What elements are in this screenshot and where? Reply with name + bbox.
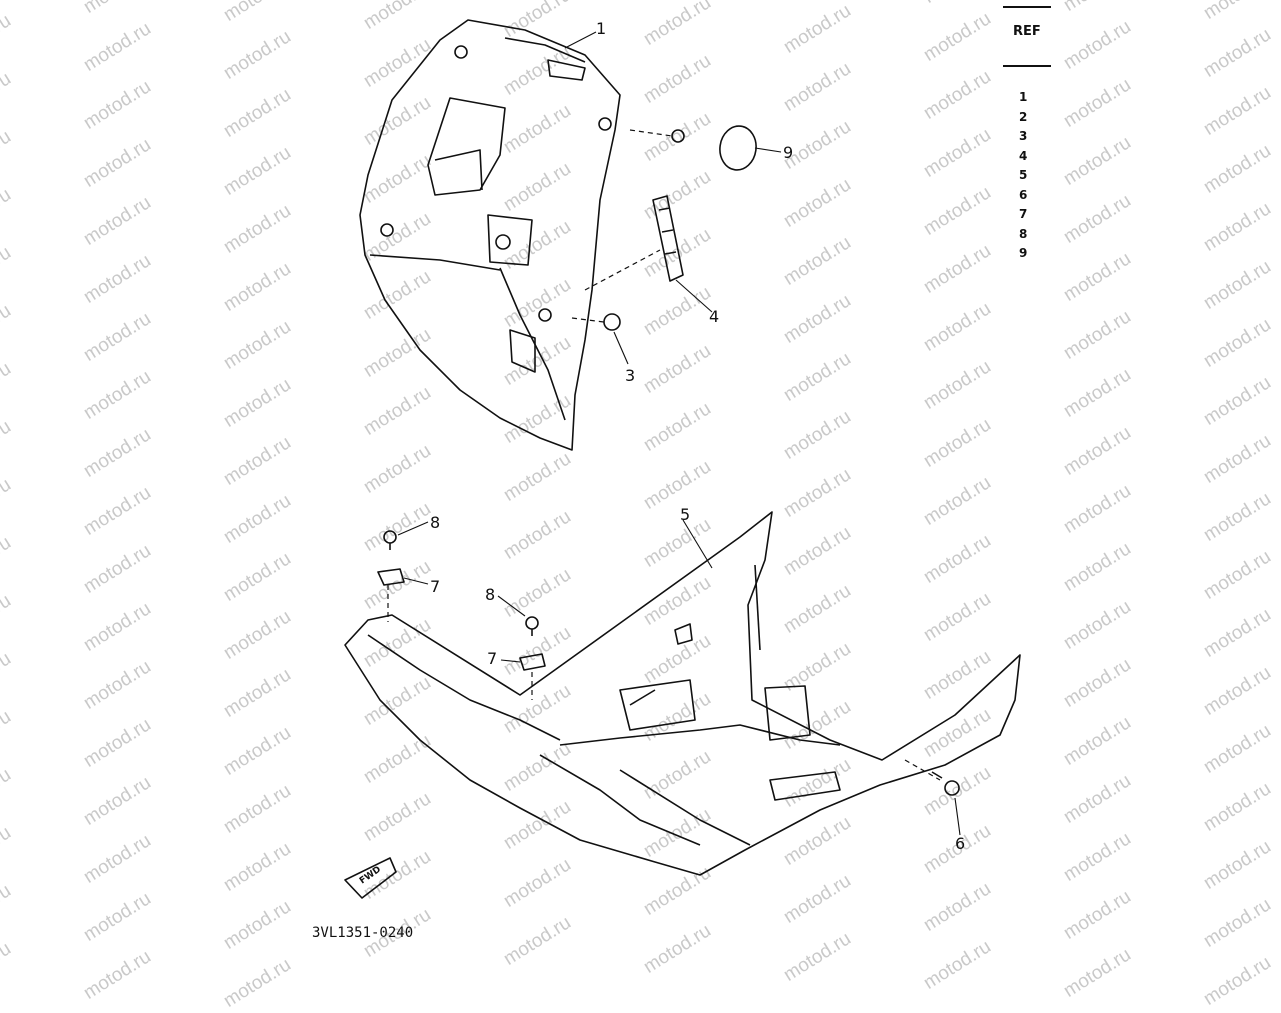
forward-arrow: [344, 857, 397, 899]
callout-4: 4: [709, 307, 719, 326]
callout-8: 8: [485, 585, 495, 604]
ref-table-list: 1 2 3 4 5 6 7 8 9: [1019, 88, 1027, 264]
ref-item: 4: [1019, 148, 1028, 163]
exploded-parts-diagram: 1 9 4 3 8 7 8 7 5 6 FWD: [344, 19, 1021, 899]
callout-8: 8: [430, 513, 440, 532]
callout-3: 3: [625, 366, 635, 385]
callout-1: 1: [596, 19, 606, 38]
ref-item: 1: [1019, 90, 1028, 104]
ref-item: 6: [1019, 187, 1028, 202]
fastener-group: [377, 129, 960, 796]
callout-9: 9: [783, 143, 793, 162]
callout-5: 5: [680, 505, 690, 524]
ref-item: 2: [1019, 109, 1028, 124]
ref-item: 8: [1019, 226, 1028, 241]
ref-item: 3: [1019, 129, 1028, 143]
ref-item: 9: [1019, 246, 1028, 260]
ref-item: 7: [1019, 207, 1028, 221]
ref-item: 5: [1019, 168, 1028, 182]
leg-shield-part: [359, 19, 621, 451]
footrest-cover-part: [344, 511, 1021, 876]
callout-7: 7: [430, 577, 440, 596]
callout-6: 6: [955, 834, 965, 853]
round-cap-part: [719, 125, 757, 171]
bracket-part: [652, 195, 684, 282]
callout-7: 7: [487, 649, 497, 668]
drawing-code: 3VL1351-0240: [312, 925, 414, 941]
ref-table-top-rule: [1003, 6, 1051, 8]
watermark-text: motod.ru: [220, 954, 295, 1012]
watermark-text: motod.ru: [1200, 952, 1275, 1010]
ref-table-divider: [1003, 65, 1051, 67]
ref-table-header: REF: [1013, 24, 1041, 39]
